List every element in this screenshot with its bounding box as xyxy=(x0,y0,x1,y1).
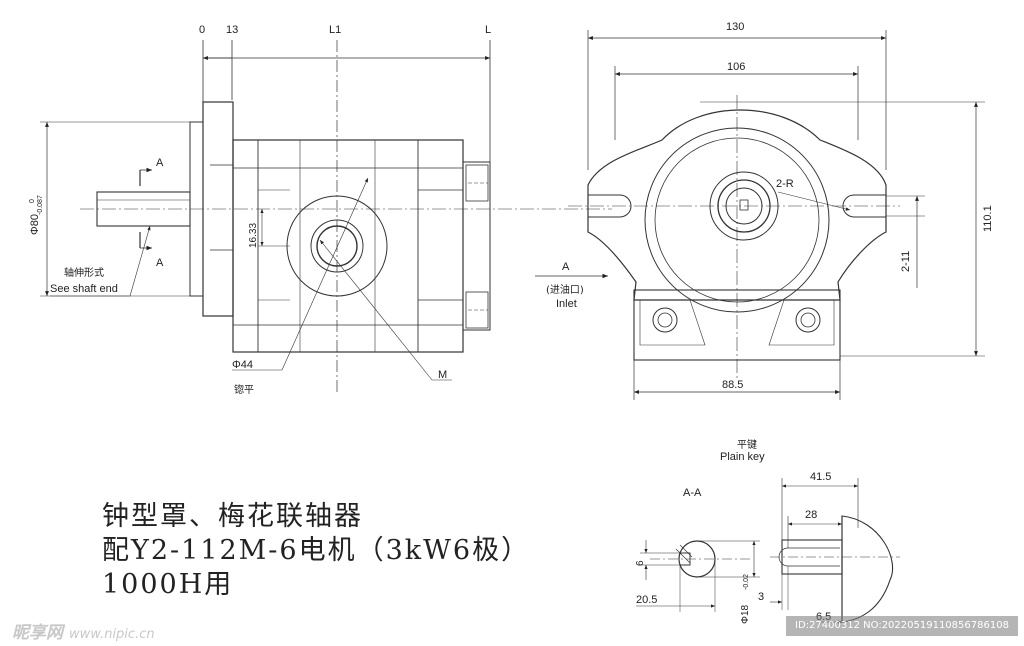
side-view xyxy=(40,40,612,392)
dim-13: 13 xyxy=(226,24,238,36)
key-cn: 平键 xyxy=(737,438,757,451)
dim-l: L xyxy=(485,24,491,36)
dim-l1: L1 xyxy=(329,24,341,36)
shaft-tol-lower: -0.087 xyxy=(37,195,44,215)
key-en: Plain key xyxy=(720,451,765,463)
port-note-cn: 锪平 xyxy=(234,383,254,396)
detail-shaft-dia: Φ18 xyxy=(740,604,751,624)
height-dim: 110.1 xyxy=(982,205,994,232)
caption-line-3: 1000H用 xyxy=(102,569,234,600)
section-mark-bottom: A xyxy=(156,257,164,269)
key-length: 28 xyxy=(805,509,817,521)
section-title: A-A xyxy=(683,487,702,499)
shaft-detail xyxy=(636,478,900,624)
key-width: 6 xyxy=(635,560,646,566)
total-length: 41.5 xyxy=(810,471,831,483)
watermark-left: 昵享网 www.nipic.cn xyxy=(12,618,155,643)
section-mark-top: A xyxy=(156,157,164,169)
inlet-en: Inlet xyxy=(556,298,577,310)
shoulder-dim: 3 xyxy=(758,591,764,603)
shaft-note-en: See shaft end xyxy=(50,283,118,295)
caption-line-2: 配Y2-112M-6电机（3kW6极） xyxy=(102,535,531,566)
watermark-left-cn: 昵享网 xyxy=(12,623,63,643)
bottom-width: 88.5 xyxy=(722,379,743,391)
width-outer: 130 xyxy=(726,21,744,33)
width-inner: 106 xyxy=(727,61,745,73)
inlet-cn: (进油口) xyxy=(546,283,584,296)
radius-label: 2-R xyxy=(776,178,794,190)
caption-line-1: 钟型罩、梅花联轴器 xyxy=(102,501,363,532)
shaft-tol-upper: 0 xyxy=(29,199,36,203)
watermark-left-site: www.nipic.cn xyxy=(69,627,155,642)
shaft-diameter: Φ80 xyxy=(29,214,41,235)
watermark-right: ID:27400312 NO:20220519110856786108 xyxy=(786,616,1018,636)
key-offset: 20.5 xyxy=(636,594,657,606)
slot-label: 2-11 xyxy=(900,251,912,272)
thread-label: M xyxy=(438,369,447,381)
dim-zero: 0 xyxy=(199,24,205,36)
detail-shaft-tol: -0.02 xyxy=(743,574,750,590)
port-offset: 16.33 xyxy=(248,223,259,248)
inlet-mark: A xyxy=(562,261,570,273)
shaft-note-cn: 轴伸形式 xyxy=(64,266,104,279)
port-diameter: Φ44 xyxy=(232,359,253,371)
front-view xyxy=(535,30,985,400)
caption: 钟型罩、梅花联轴器 配Y2-112M-6电机（3kW6极） 1000H用 xyxy=(102,500,582,602)
